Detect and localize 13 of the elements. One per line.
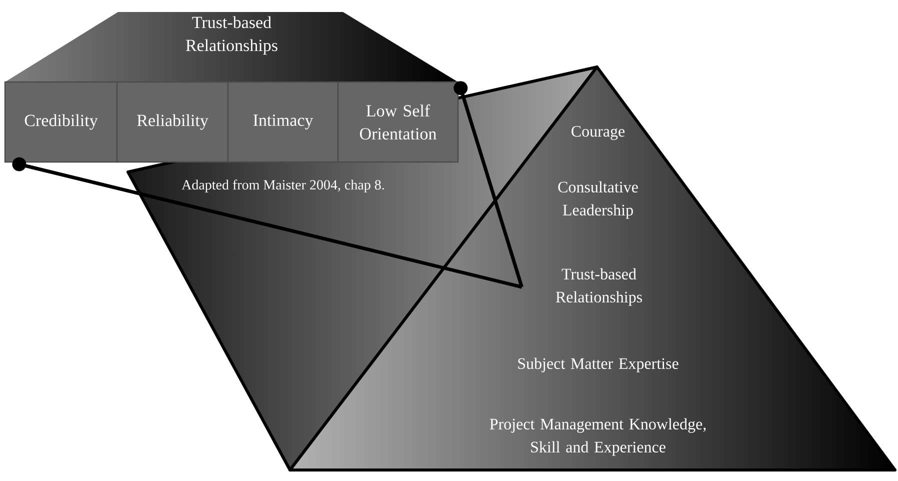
pyramid-layer-text: Trust-based Relationships <box>556 268 642 306</box>
pyramid-layer-text: Consultative Leadership <box>558 181 638 219</box>
pyramid-layer-text: Subject Matter Expertise <box>518 358 678 372</box>
table-cell: Intimacy <box>227 81 339 163</box>
source-note: Adapted from Maister 2004, chap 8. <box>182 180 384 192</box>
heading-trapezoid: Trust-based Relationships <box>186 16 278 55</box>
leader-line <box>12 157 522 289</box>
table-cell: Reliability <box>116 81 229 163</box>
leader-line <box>454 81 524 288</box>
pyramid-layer-text: Project Management Knowledge, Skill and Experience <box>490 418 706 456</box>
table-cell: Credibility <box>4 81 118 163</box>
pyramid-layer-text: Courage <box>572 126 625 140</box>
pyramid-drawing <box>126 66 896 472</box>
